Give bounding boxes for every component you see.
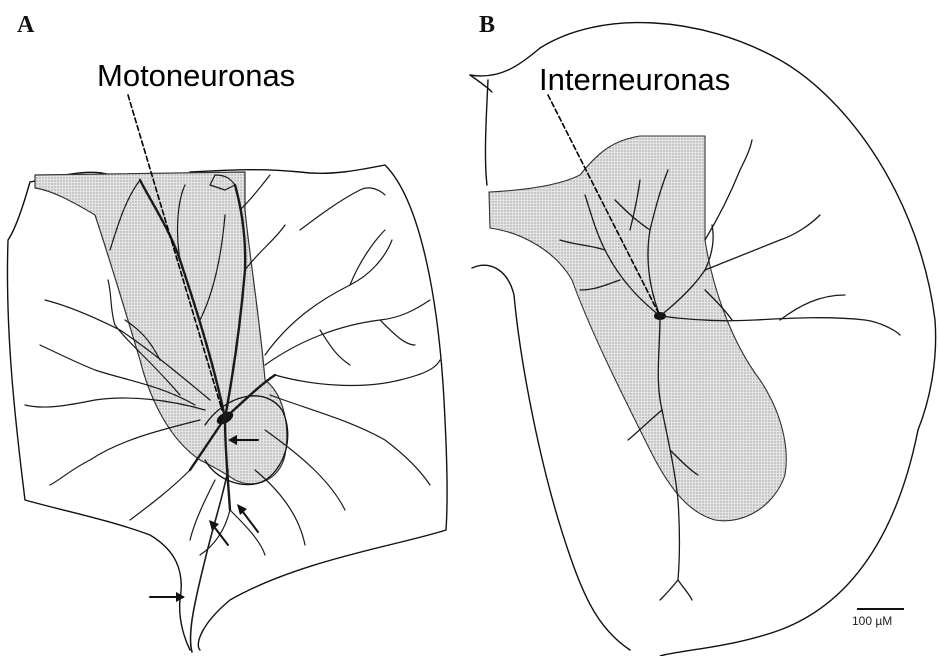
panel-a-axon (191, 470, 229, 652)
panel-a-letter: A (17, 12, 34, 39)
scale-bar-label: 100 µM (852, 614, 892, 628)
interneuronas-label: Interneuronas (539, 62, 730, 98)
motoneuronas-label: Motoneuronas (97, 58, 295, 94)
panel-b-letter: B (479, 12, 495, 39)
